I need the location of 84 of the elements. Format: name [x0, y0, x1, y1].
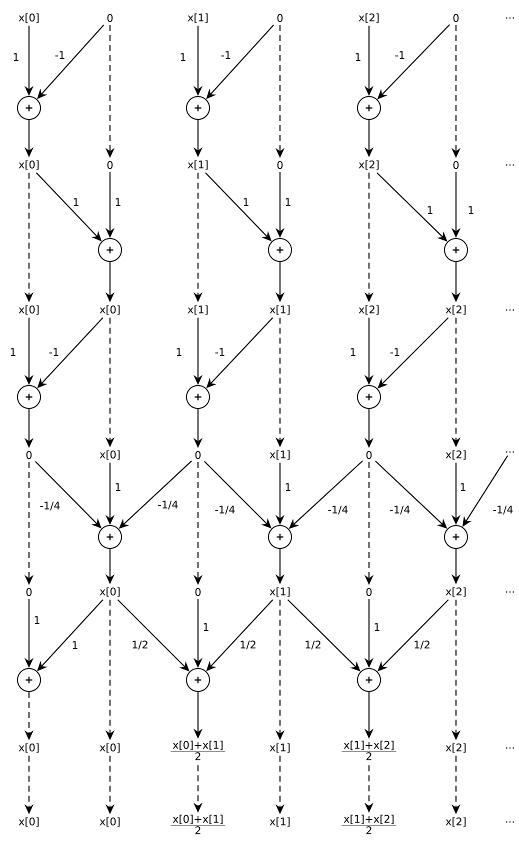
ellipsis-text: ...: [506, 17, 514, 19]
ellipsis-text: ...: [506, 821, 514, 823]
value-text: 0: [107, 14, 113, 22]
value-text: 0: [366, 451, 372, 459]
edge-label: 1: [202, 622, 210, 632]
value-text: x[0]: [18, 305, 39, 315]
value-text: 0: [26, 451, 32, 459]
value-text: x[2]: [358, 13, 379, 23]
edge-label: 1/2: [131, 640, 149, 650]
value-text: x[2]: [446, 587, 466, 597]
value-text: 0: [453, 14, 459, 22]
value-text: x[2]: [446, 817, 466, 827]
value-text: 0: [453, 161, 459, 169]
edge-label: -1: [220, 50, 232, 60]
value-text: x[1]: [188, 13, 208, 23]
value-text: x[0]: [100, 817, 120, 827]
edge-label: 1: [12, 52, 20, 62]
value-text: x[2]: [446, 743, 466, 753]
edge-label: 1/2: [304, 640, 322, 650]
edge-label: 1: [373, 622, 381, 632]
value-text: x[0]: [100, 305, 120, 315]
value-text: x[0]: [18, 817, 39, 827]
value-text: x[2]: [358, 160, 379, 170]
edge-label: 1: [71, 640, 79, 650]
value-text: 0: [366, 588, 372, 596]
edge-label: 1: [349, 348, 357, 356]
value-text: 0: [195, 588, 201, 596]
edge-label: -1/4: [214, 505, 236, 515]
edge-label: -1: [48, 348, 60, 356]
value-text: x[1]: [270, 817, 290, 827]
edge-label: 1: [114, 482, 122, 492]
ellipsis-text: ...: [506, 164, 514, 166]
edge-label: 1: [426, 206, 434, 214]
edge-label: 1: [72, 198, 80, 206]
value-text: x[0]: [100, 743, 120, 753]
edge-label: 1: [179, 52, 187, 62]
edge-label: -1: [54, 50, 66, 60]
value-text: x[2]: [446, 450, 466, 460]
value-text: x[0]: [100, 450, 120, 460]
edge-label: 1/2: [239, 640, 257, 650]
edge-label: 1: [354, 52, 362, 62]
value-text: x[0]: [18, 743, 39, 753]
ellipsis-text: ...: [506, 309, 514, 311]
value-text: 0: [195, 451, 201, 459]
value-text: 0: [277, 161, 283, 169]
edge-label: -1: [214, 348, 226, 356]
edge-label: 1: [467, 206, 475, 214]
fraction-text: x[1]+x[2] 2: [342, 814, 396, 834]
value-text: 0: [277, 14, 283, 22]
value-text: x[2]: [358, 305, 379, 315]
value-text: x[1]: [270, 743, 290, 753]
edge-label: -1/4: [157, 500, 179, 510]
edge-label: 1: [284, 198, 292, 206]
edge-label: -1: [389, 348, 401, 356]
value-text: x[1]: [188, 305, 208, 315]
edge-label: -1/4: [327, 505, 349, 515]
fraction-text: x[1]+x[2] 2: [342, 740, 396, 760]
value-text: 0: [107, 161, 113, 169]
edge-label: 1: [9, 348, 17, 356]
edge-label: 1: [114, 198, 122, 206]
fraction-text: x[0]+x[1] 2: [170, 740, 226, 760]
edge-label: -1/4: [389, 505, 411, 515]
value-text: ...: [506, 451, 514, 453]
fraction-text: x[0]+x[1] 2: [170, 814, 226, 834]
value-text: x[2]: [446, 305, 466, 315]
value-text: 0: [26, 588, 32, 596]
edge-label: 1: [242, 198, 250, 206]
edge-label: 1: [33, 616, 41, 624]
value-text: x[0]: [100, 587, 120, 597]
edge-label: 1: [459, 482, 467, 492]
edge-label: 1: [175, 348, 183, 356]
edge-label: -1/4: [492, 505, 514, 515]
value-text: x[0]: [18, 13, 39, 23]
edge-label: 1/2: [413, 640, 431, 650]
ellipsis-text: ...: [506, 747, 514, 749]
value-text: x[1]: [270, 450, 290, 460]
ellipsis-text: ...: [506, 591, 514, 593]
value-text: x[1]: [270, 305, 290, 315]
edge-label: -1: [394, 50, 406, 60]
value-text: x[1]: [188, 160, 208, 170]
edge-label: 1: [284, 482, 292, 492]
value-text: x[1]: [270, 587, 290, 597]
edge-label: -1/4: [39, 501, 61, 511]
value-text: x[0]: [18, 160, 39, 170]
